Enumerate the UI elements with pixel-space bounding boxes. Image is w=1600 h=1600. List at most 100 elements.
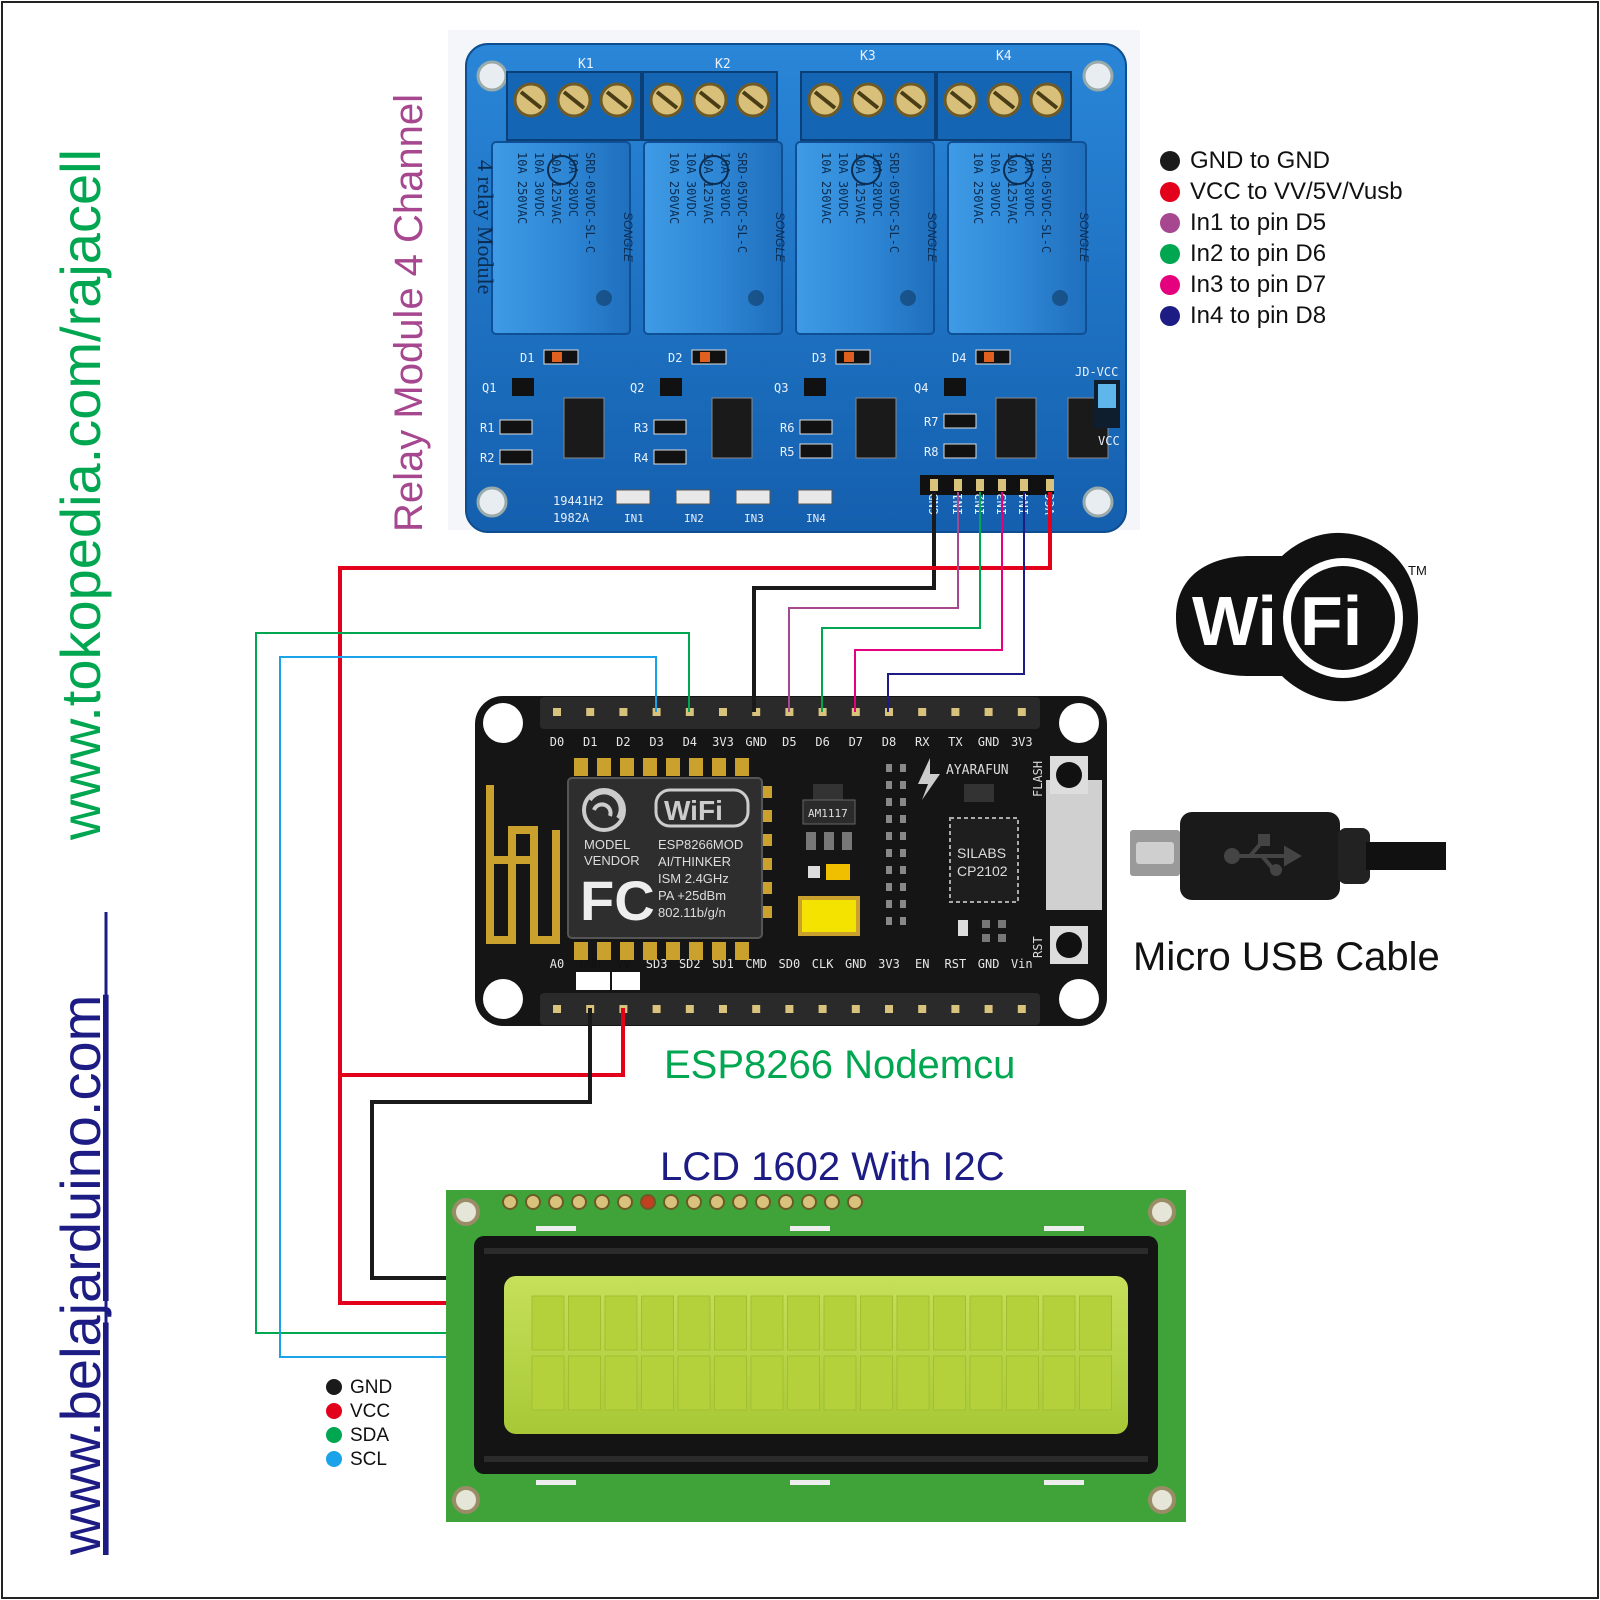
jumper-label-vcc: VCC (1098, 434, 1120, 448)
legend-text: GND to GND (1190, 147, 1330, 174)
lcd-pin (548, 1194, 564, 1210)
relay-brand: SONGLE (1077, 212, 1091, 263)
wire-in4 (887, 492, 1025, 712)
lcd-char-cell (641, 1295, 674, 1351)
esp-brand: AYARAFUN (946, 763, 1009, 778)
regulator-chip (802, 799, 856, 825)
legend-text: VCC to VV/5V/Vusb (1190, 178, 1403, 205)
esp-pin (719, 1005, 727, 1013)
header-pin (930, 479, 938, 491)
lcd-char-cell (1079, 1295, 1112, 1351)
ce-mark-icon (699, 155, 729, 185)
tokopedia-url: www.tokopedia.com/rajacell (49, 149, 112, 841)
module-pad (666, 942, 680, 960)
component-label: Q2 (630, 381, 644, 395)
header-pin (1020, 479, 1028, 491)
chip-label-cp2102: CP2102 (957, 863, 1008, 879)
lcd-pin (640, 1194, 656, 1210)
lcd-char-cell (787, 1355, 820, 1411)
resistor (499, 449, 533, 465)
esp-pin (652, 1005, 661, 1013)
module-pad (666, 758, 680, 776)
esp-bottom-pin-label: RST (945, 957, 967, 971)
component-label: D3 (812, 351, 826, 365)
component-label: Q1 (482, 381, 496, 395)
esp-pin (685, 1005, 694, 1013)
wire-relay-gnd (752, 492, 936, 712)
espressif-icon (582, 788, 626, 832)
esp-pin (785, 1005, 794, 1013)
lcd-char-cell (750, 1295, 784, 1351)
lcd-char-cell (1042, 1295, 1076, 1351)
esp-top-pin-label: D3 (649, 735, 663, 749)
wifi-logo-tm: TM (1408, 563, 1427, 578)
ce-mark-icon (1003, 155, 1033, 185)
lcd-char-cell (531, 1295, 565, 1351)
lcd-legend-text: SCL (350, 1449, 387, 1470)
relay-text: SRD-05VDC-SL-C (887, 152, 901, 253)
module-pad (620, 758, 634, 776)
jumper-label-jdvcc: JD-VCC (1075, 365, 1118, 379)
ce-mark-icon (547, 155, 577, 185)
rst-label: RST (1031, 936, 1045, 958)
jumper-cap (1098, 384, 1116, 408)
module-pad (689, 758, 703, 776)
lcd-char-cell (604, 1355, 638, 1411)
esp-bottom-pin-label: GND (845, 957, 867, 971)
relay-header (920, 475, 1054, 495)
led-label: IN2 (684, 512, 704, 525)
component-label: Q4 (914, 381, 928, 395)
esp-pin (851, 1005, 860, 1013)
wifi-logo-wi: Wi (1192, 582, 1277, 660)
module-pad (689, 942, 703, 960)
esp-top-pin-label: GND (745, 735, 767, 749)
esp-bottom-pin-label: EN (915, 957, 929, 971)
relay-text: SRD-05VDC-SL-C (1039, 152, 1053, 253)
relay-title: Relay Module 4 Channel (387, 94, 431, 532)
module-pad (597, 942, 611, 960)
lcd-char-cell (1006, 1295, 1039, 1351)
esp-pin (719, 708, 727, 716)
wire-relay-vcc (338, 492, 1052, 1305)
lcd-char-cell (787, 1295, 820, 1351)
esp-top-pin-label: D0 (550, 735, 564, 749)
legend-text: In2 to pin D6 (1190, 240, 1326, 267)
wire-in3 (854, 492, 1003, 712)
esp-top-pin-label: D4 (683, 735, 697, 749)
lcd-char-cell (860, 1295, 893, 1351)
lcd-pin (778, 1194, 794, 1210)
wifi-logo: Wi Fi TM (1176, 532, 1427, 702)
relay-text: 10A 125VAC (853, 152, 867, 224)
module-pad (574, 942, 588, 960)
esp-bottom-pin-label: Vin (1011, 957, 1033, 971)
wire-scl (279, 656, 657, 1358)
esp-top-pin-label: RX (915, 735, 930, 749)
component-label: R6 (780, 421, 794, 435)
lcd-legend-text: VCC (350, 1401, 390, 1422)
legend-dot (1160, 306, 1180, 326)
wire-sda (255, 632, 690, 1334)
lcd-module (446, 1190, 1186, 1522)
transistor (512, 378, 534, 396)
optocoupler (563, 397, 605, 459)
wire-in2 (821, 492, 981, 712)
lcd-legend-dot (326, 1451, 342, 1467)
usb-symbol-icon (1224, 834, 1302, 876)
esp-bottom-pin-label: 3V3 (878, 957, 900, 971)
relay-text: 10A 30VDC (684, 152, 698, 217)
lcd-pin (709, 1194, 725, 1210)
relay-code-2: 1982A (553, 511, 590, 525)
relay-text: 10A 250VAC (971, 152, 985, 224)
lcd-char-cell (531, 1355, 565, 1411)
esp-pin (951, 708, 960, 716)
module-pad (597, 758, 611, 776)
capacitor (798, 896, 860, 936)
wire-in1 (788, 492, 959, 712)
optocoupler (995, 397, 1037, 459)
terminal-label-k4: K4 (996, 49, 1012, 64)
lcd-char-cell (933, 1295, 966, 1351)
esp-top-pin-label: D7 (849, 735, 863, 749)
esp-pin (553, 708, 561, 716)
